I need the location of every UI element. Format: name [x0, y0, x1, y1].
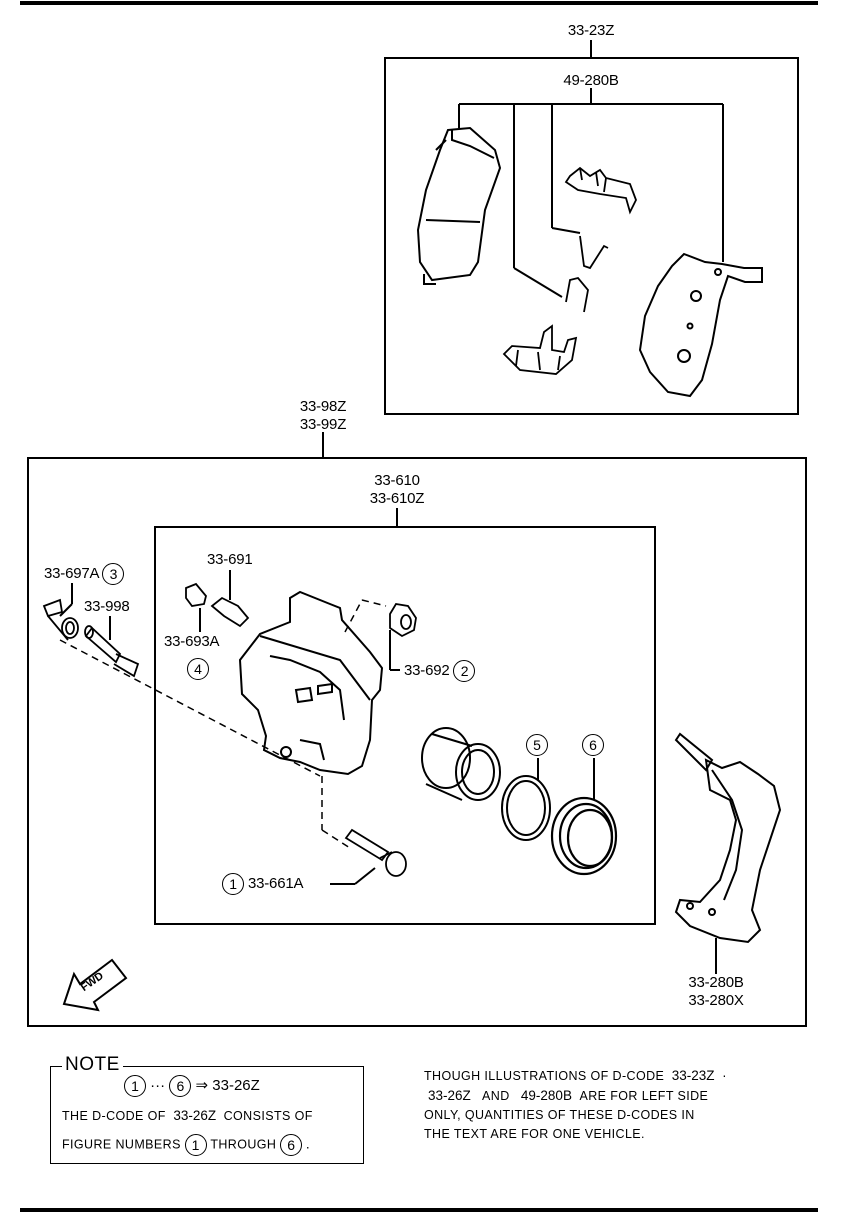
figure-number-5: 5	[526, 734, 548, 756]
shim-top	[564, 166, 637, 215]
bleeder-part	[210, 596, 250, 628]
label-mounting-b: 33-280X	[688, 992, 744, 1009]
note-title: NOTE	[62, 1054, 123, 1076]
figure-number-3: 3	[102, 563, 125, 585]
label-caliper-body-b: 33-610Z	[369, 490, 425, 507]
label-caliper-rh: 33-99Z	[299, 416, 347, 433]
inner-pad	[416, 126, 502, 285]
label-shims: 49-280B	[563, 72, 619, 89]
bleeder-cap-part	[185, 582, 207, 607]
figure-number-6: 6	[582, 734, 604, 756]
disclaimer-l2-and: AND	[482, 1089, 510, 1103]
label-pin-boot: 33-692 2	[404, 660, 476, 682]
fwd-arrow-icon	[62, 958, 128, 1012]
note-line2-a: THE D-CODE OF	[62, 1109, 166, 1123]
disclaimer-line-1: THOUGH ILLUSTRATIONS OF D-CODE 33-23Z ·	[424, 1068, 727, 1084]
note-range-end: 6	[169, 1075, 192, 1097]
note-code: 33-26Z	[212, 1076, 260, 1094]
note-line2-b: CONSISTS OF	[223, 1109, 313, 1123]
dust-boot-part	[550, 796, 618, 876]
lock-bolt-part	[344, 828, 407, 877]
note-line-2: THE D-CODE OF 33-26Z CONSISTS OF	[62, 1108, 313, 1124]
label-pad-kit: 33-23Z	[567, 22, 615, 39]
note-line3-mid: THROUGH	[210, 1137, 277, 1152]
disclaimer-l1-code: 33-23Z	[671, 1068, 715, 1083]
disclaimer-line-3: ONLY, QUANTITIES OF THESE D-CODES IN	[424, 1108, 695, 1122]
caliper-body-box	[154, 526, 656, 925]
label-caliper-body-a: 33-610	[374, 472, 420, 489]
guide-pin-part	[84, 625, 140, 678]
label-guide-pin: 33-998	[84, 598, 130, 615]
disclaimer-l2-code1: 33-26Z	[428, 1088, 471, 1103]
note-line3-n1: 1	[184, 1134, 207, 1156]
note-line-3: FIGURE NUMBERS 1 THROUGH 6 .	[62, 1134, 310, 1156]
figure-number-2: 2	[453, 660, 476, 682]
disclaimer-l1-dot: ·	[722, 1068, 727, 1083]
note-range-sep: ···	[150, 1076, 166, 1094]
pad-kit-box	[384, 57, 799, 415]
note-line3-end: .	[305, 1136, 310, 1152]
figure-number-4: 4	[187, 658, 209, 680]
bushing-part	[42, 598, 79, 641]
label-bushing: 33-697A 3	[44, 563, 125, 585]
note-range-line: 1 ··· 6 ⇒ 33-26Z	[124, 1075, 260, 1097]
disclaimer-l2-b: ARE FOR LEFT SIDE	[579, 1089, 709, 1103]
label-caliper-lh: 33-98Z	[299, 398, 347, 415]
piston-seal-part	[501, 775, 551, 841]
label-lock-bolt-code: 33-661A	[247, 874, 304, 892]
note-line2-code: 33-26Z	[173, 1108, 217, 1123]
clip-spring-2	[565, 276, 589, 313]
label-bleeder: 33-691	[207, 551, 253, 568]
caliper-assembly-box	[27, 457, 807, 1027]
piston-part	[421, 727, 501, 801]
note-line3-n2: 6	[280, 1134, 303, 1156]
label-bushing-code: 33-697A	[44, 564, 99, 582]
shim-bottom	[502, 324, 578, 375]
label-bleeder-cap: 33-693A	[164, 633, 220, 650]
figure-number-1: 1	[222, 873, 244, 895]
pin-boot-part	[389, 603, 417, 638]
caliper-body	[238, 590, 384, 776]
disclaimer-line-2: 33-26Z AND 49-280B ARE FOR LEFT SIDE	[428, 1088, 708, 1104]
disclaimer-l2-code2: 49-280B	[520, 1088, 572, 1103]
disclaimer-l1-a: THOUGH ILLUSTRATIONS OF D-CODE	[424, 1069, 665, 1083]
note-line3-a: FIGURE NUMBERS	[62, 1137, 181, 1152]
outer-pad	[638, 252, 763, 398]
note-box	[50, 1066, 364, 1164]
label-pin-boot-code: 33-692	[404, 661, 450, 679]
disclaimer-line-4: THE TEXT ARE FOR ONE VEHICLE.	[424, 1127, 645, 1141]
note-range-start: 1	[124, 1075, 146, 1097]
label-mounting-a: 33-280B	[688, 974, 744, 991]
label-lock-bolt: 1 33-661A	[222, 873, 303, 895]
clip-spring-1	[579, 235, 609, 270]
note-arrow: ⇒	[195, 1076, 209, 1094]
mounting-support	[674, 732, 782, 944]
